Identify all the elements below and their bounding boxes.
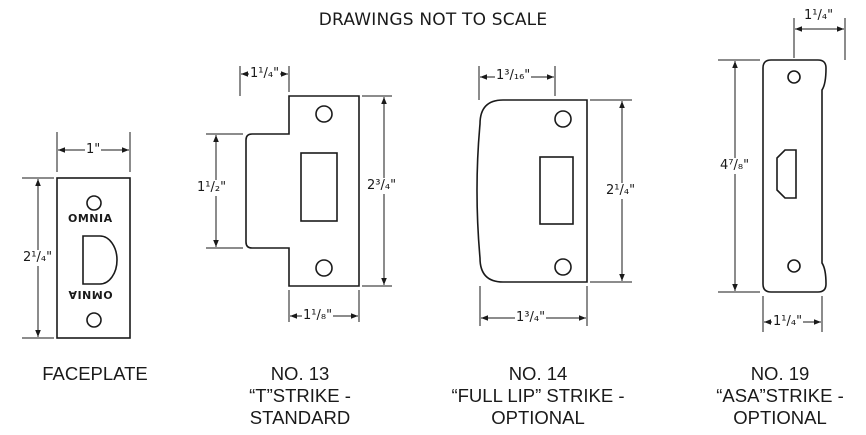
asa-width-label: 1¹/₄" — [772, 314, 804, 330]
faceplate-dimension-lines — [22, 132, 131, 339]
full-lip-top-label: 1³/₁₆" — [495, 68, 532, 84]
full-lip-width-label: 1³/₄" — [515, 310, 547, 326]
caption-no13: NO. 13 “T”STRIKE - STANDARD — [249, 363, 351, 428]
faceplate-bottom-screw — [86, 312, 102, 328]
full-lip-height-label: 2¹/₄" — [605, 183, 637, 199]
faceplate-latch-opening — [82, 235, 118, 285]
caption-no19: NO. 19 “ASA”STRIKE - OPTIONAL — [716, 363, 844, 428]
t-strike-outline — [245, 95, 360, 287]
omnia-logo-bottom: OMNIA — [68, 288, 113, 301]
full-lip-top-screw — [554, 110, 572, 128]
asa-height-label: 4⁷/₈" — [719, 158, 751, 174]
caption-no14: NO. 14 “FULL LIP” STRIKE - OPTIONAL — [451, 363, 625, 428]
t-strike-tab-label: 1¹/₂" — [196, 180, 228, 196]
asa-opening — [776, 149, 797, 199]
full-lip-strike-drawing — [476, 99, 588, 283]
t-strike-height-label: 2³/₄" — [366, 178, 398, 194]
faceplate-height-label: 2¹/₄" — [22, 250, 54, 266]
t-strike-bottom-screw — [315, 259, 333, 277]
faceplate-width-label: 1" — [85, 142, 102, 158]
t-strike-top-screw — [315, 105, 333, 123]
page-title: DRAWINGS NOT TO SCALE — [318, 10, 548, 30]
omnia-logo-top: OMNIA — [68, 212, 113, 225]
faceplate-top-screw — [86, 195, 102, 211]
asa-strike-outline — [762, 59, 827, 293]
asa-top-screw — [787, 70, 801, 84]
full-lip-bottom-screw — [554, 258, 572, 276]
asa-top-label: 1¹/₄" — [803, 8, 835, 24]
full-lip-strike-outline — [476, 99, 588, 283]
t-strike-lip-label: 1¹/₄" — [249, 66, 281, 82]
faceplate-outline — [56, 177, 131, 339]
t-strike-width-label: 1¹/₈" — [302, 308, 334, 324]
asa-strike-drawing — [762, 59, 827, 293]
t-strike-opening — [300, 152, 338, 222]
t-strike-drawing — [245, 95, 360, 287]
full-lip-opening — [539, 156, 574, 225]
asa-dimension-lines — [718, 18, 846, 332]
t-strike-dimension-lines — [206, 66, 392, 322]
faceplate-drawing — [56, 177, 131, 339]
asa-bottom-screw — [787, 259, 801, 273]
caption-faceplate: FACEPLATE — [42, 363, 148, 384]
